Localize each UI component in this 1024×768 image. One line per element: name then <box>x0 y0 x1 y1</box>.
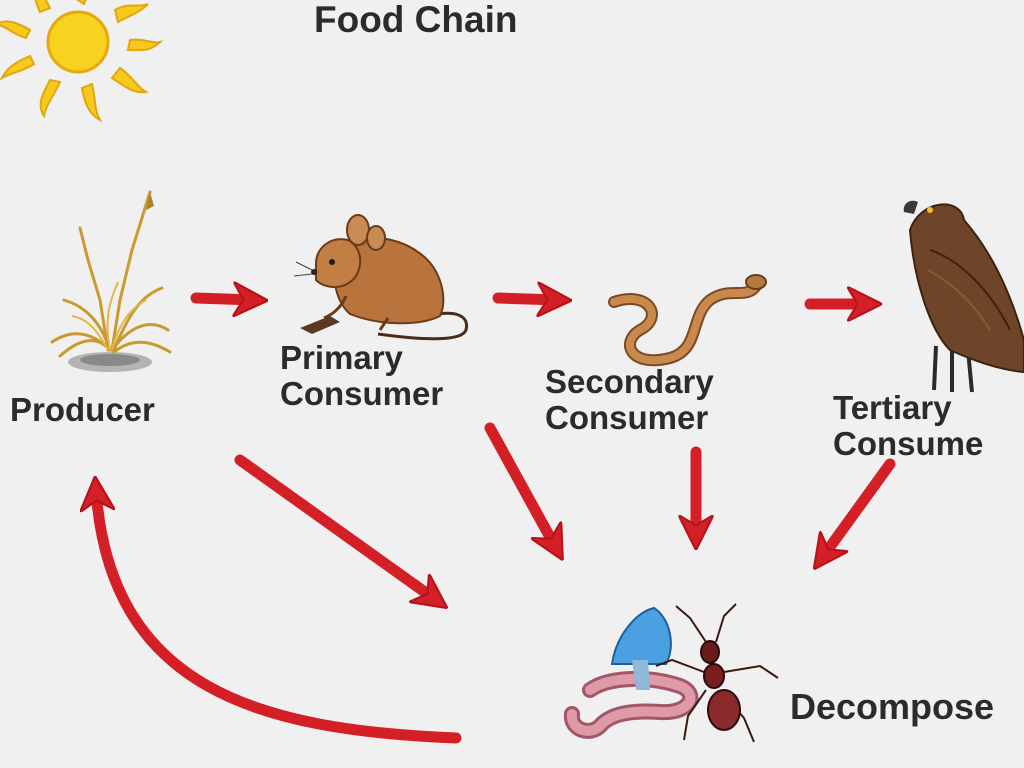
primary-consumer-line2: Consumer <box>280 374 444 412</box>
worm-icon <box>564 671 699 739</box>
ant-icon <box>655 603 779 743</box>
secondary-consumer-label: Secondary Consumer <box>545 364 714 435</box>
arrow-tertiary-to-decomposer <box>822 458 896 558</box>
decomposer-label: Decompose <box>790 686 995 727</box>
tertiary-consumer-line1: Tertiary <box>833 389 952 426</box>
snake-icon <box>608 274 767 367</box>
primary-consumer-line1: Primary <box>280 339 403 376</box>
arrow-primary-to-decomposer <box>484 422 556 548</box>
decomposer-label-text: Decompose <box>790 686 995 727</box>
hawk-icon <box>903 200 1024 393</box>
secondary-consumer-line1: Secondary <box>545 363 714 400</box>
primary-consumer-label: Primary Consumer <box>280 340 443 411</box>
arrow-producer-to-primary <box>190 298 254 300</box>
grass-icon <box>50 190 172 372</box>
mouse-icon <box>293 214 468 341</box>
sun-icon <box>0 0 164 123</box>
page-title: Food Chain <box>314 0 518 40</box>
arrow-producer-to-decomposer <box>234 454 436 600</box>
secondary-consumer-line2: Consumer <box>545 398 709 436</box>
mushroom-icon <box>610 606 672 690</box>
arrows <box>96 298 896 744</box>
tertiary-consumer-label: Tertiary Consume <box>833 390 983 461</box>
tertiary-consumer-line2: Consume <box>833 424 984 462</box>
arrow-primary-to-secondary <box>492 298 558 300</box>
producer-label-text: Producer <box>10 391 155 428</box>
arrow-decomposer-to-producer <box>96 490 462 744</box>
producer-label: Producer <box>10 392 155 428</box>
